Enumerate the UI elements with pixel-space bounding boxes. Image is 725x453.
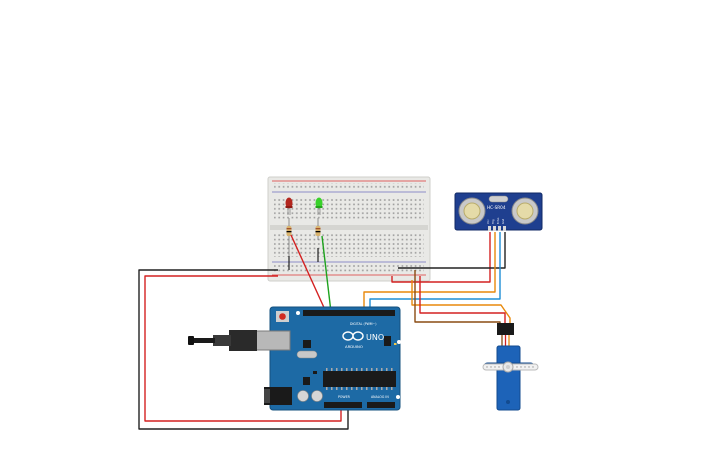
analog-header [367, 402, 395, 408]
capacitor-2 [311, 390, 323, 402]
digital-header-label: DIGITAL (PWM~) [350, 322, 376, 326]
red-led-signal-wire[interactable] [290, 234, 327, 313]
crystal-oscillator [296, 350, 318, 359]
sensor-model-text: HC-SR04 [487, 205, 506, 210]
small-chip [313, 371, 317, 374]
sensor-gnd-wire[interactable] [398, 232, 506, 269]
ultrasonic-sensor[interactable]: HC-SR04 Vcc Trig Echo Gnd [454, 192, 543, 231]
mounting-hole [296, 311, 300, 315]
analog-header-label: ANALOG IN [371, 395, 389, 399]
servo-motor[interactable] [482, 323, 539, 411]
servo-signal-wire[interactable] [411, 280, 511, 326]
sensor-pin-trig: Trig [491, 219, 495, 224]
usb-chip [303, 340, 311, 348]
green-led-signal-wire[interactable] [321, 235, 332, 313]
sensor-echo-wire[interactable] [369, 232, 501, 312]
servo-connector[interactable] [497, 323, 514, 335]
sensor-crystal [488, 195, 509, 203]
atmega-chip [323, 371, 396, 387]
reset-button[interactable] [276, 311, 289, 322]
mounting-hole [397, 340, 401, 344]
red-led[interactable] [285, 197, 293, 216]
black-ground-wire[interactable] [138, 269, 349, 430]
power-header-label: POWER [338, 395, 351, 399]
power-header [324, 402, 362, 408]
arduino-model-text: UNO [366, 333, 384, 342]
on-led [394, 343, 397, 345]
arduino-uno-board[interactable]: ARDUINO UNO DIGITAL (PWM~) POWER ANALOG … [188, 306, 401, 411]
green-led[interactable] [315, 197, 323, 216]
mounting-hole [396, 395, 400, 399]
arduino-brand-text: ARDUINO [345, 344, 363, 349]
sensor-pin-vcc: Vcc [486, 219, 490, 224]
power-jack[interactable] [264, 387, 292, 405]
red-power-wire[interactable] [144, 275, 342, 422]
servo-horn[interactable] [482, 361, 539, 373]
sensor-pin-echo: Echo [496, 217, 500, 224]
sensor-vcc-wire[interactable] [391, 232, 491, 283]
resistor-green-led[interactable] [315, 218, 321, 240]
servo-power-wire[interactable] [419, 276, 506, 326]
regulator-chip [303, 377, 310, 385]
breadboard[interactable] [267, 176, 431, 282]
sensor-trig-wire[interactable] [363, 232, 496, 312]
usb-connector[interactable] [188, 330, 291, 351]
sensor-pin-gnd: Gnd [501, 218, 505, 224]
icsp-header [384, 336, 391, 346]
arduino-logo [342, 331, 364, 341]
capacitor-1 [297, 390, 309, 402]
